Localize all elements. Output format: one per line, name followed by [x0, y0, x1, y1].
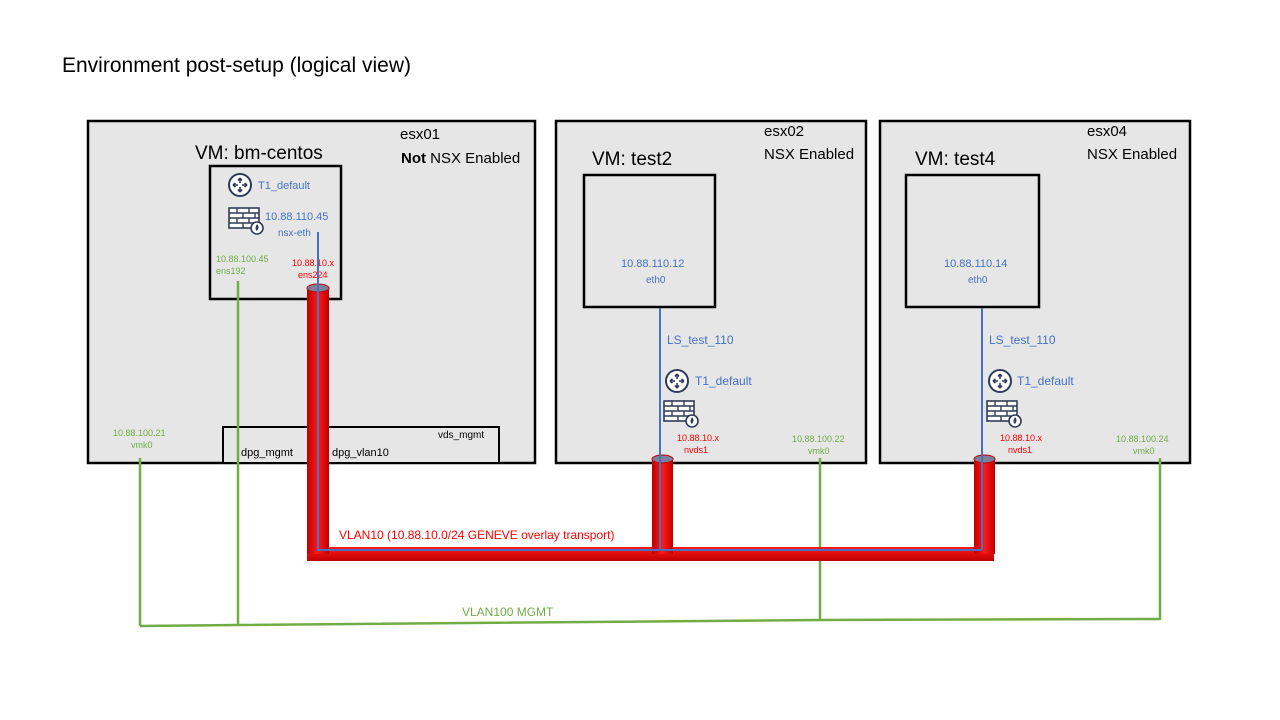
- segment-label: LS_test_110: [667, 333, 734, 347]
- vm-ip: 10.88.110.14: [944, 258, 1007, 270]
- host-status-esx04: NSX Enabled: [1087, 146, 1177, 163]
- vmk-ip: 10.88.100.22: [792, 434, 845, 444]
- tep-if: ens224: [298, 270, 328, 280]
- vm-box-test2: [582, 173, 717, 309]
- vmk-if: vmk0: [808, 446, 830, 456]
- tep-ip: 10.88.10.x: [1000, 433, 1043, 443]
- vm-title-test4: VM: test4: [915, 149, 996, 170]
- tep-ip: 10.88.10.x: [292, 258, 335, 268]
- mgmt-ip: 10.88.100.45: [216, 254, 269, 264]
- router-label: T1_default: [258, 180, 310, 192]
- dpg-mgmt-label: dpg_mgmt: [241, 447, 293, 459]
- host-status-esx02: NSX Enabled: [764, 146, 854, 163]
- host-status-esx01: Not NSX Enabled: [401, 150, 520, 167]
- vm-ip: 10.88.110.45: [265, 211, 328, 223]
- host-name-esx02: esx02: [764, 123, 804, 140]
- mgmt-network: [138, 281, 1162, 628]
- vmk-ip: 10.88.100.24: [1116, 434, 1169, 444]
- vm-title-test2: VM: test2: [592, 149, 672, 170]
- tep-ip: 10.88.10.x: [677, 433, 720, 443]
- transport-pipe-esx02: [652, 459, 673, 554]
- host-name-esx01: esx01: [400, 126, 440, 143]
- vm-title-bm-centos: VM: bm-centos: [195, 143, 323, 164]
- segment-path-esx01: [317, 232, 660, 551]
- mgmt-bus: [139, 617, 1161, 628]
- segment-path-esx02: [659, 308, 982, 551]
- mgmt-network-label: VLAN100 MGMT: [462, 605, 554, 619]
- vm-if: eth0: [646, 275, 666, 286]
- router-icon: [988, 369, 1012, 393]
- logical-segment: [317, 232, 983, 551]
- vmk-ip: 10.88.100.21: [113, 428, 166, 438]
- mgmt-if: ens192: [216, 266, 246, 276]
- vds-box: [222, 426, 500, 464]
- dpg-vlan-label: dpg_vlan10: [332, 447, 389, 459]
- vmk-if: vmk0: [131, 440, 153, 450]
- segment-label: LS_test_110: [989, 333, 1056, 347]
- page-title: Environment post-setup (logical view): [62, 54, 411, 77]
- status-not: Not: [401, 150, 426, 167]
- router-icon: [665, 369, 689, 393]
- vmk-if: vmk0: [1133, 446, 1155, 456]
- router-label: T1_default: [695, 374, 752, 388]
- status-rest: NSX Enabled: [426, 150, 520, 167]
- pipe-cap-esx02: [651, 454, 674, 464]
- vm-ip: 10.88.110.12: [621, 258, 684, 270]
- tep-if: nvds1: [1008, 445, 1032, 455]
- vds-label: vds_mgmt: [438, 430, 484, 441]
- router-label: T1_default: [1017, 374, 1074, 388]
- transport-network-label: VLAN10 (10.88.10.0/24 GENEVE overlay tra…: [339, 528, 614, 542]
- tep-if: nvds1: [684, 445, 708, 455]
- transport-pipe-esx04: [974, 459, 995, 554]
- vm-if: nsx-eth: [278, 228, 311, 239]
- vm-box-test4: [904, 173, 1041, 309]
- vm-if: eth0: [968, 275, 988, 286]
- pipe-cap-esx04: [973, 454, 996, 464]
- router-icon: [228, 173, 252, 197]
- host-name-esx04: esx04: [1087, 123, 1127, 140]
